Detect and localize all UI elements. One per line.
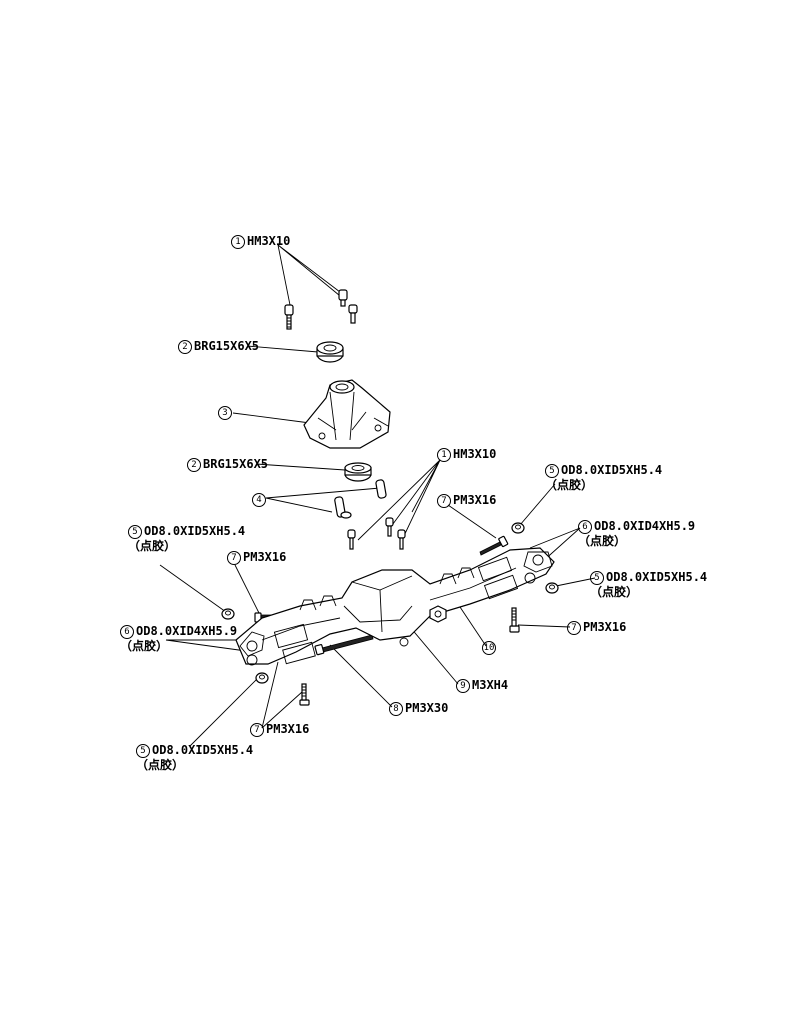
callout-note: （点胶） [590,585,639,599]
callout-text: OD8.0XID5XH5.4 [606,570,708,584]
bushing-od8-lower-left [255,672,269,684]
bushing-od8-upper-right [511,522,525,534]
callout-number: 5 [128,525,142,539]
pin-part4-right [375,479,387,499]
callout-number: 7 [227,551,241,565]
bearing-brg15x6x5-lower [344,462,372,482]
bushing-od8-right [545,582,559,594]
diff-cover-housing [303,379,391,449]
callout-text: OD8.0XID4XH5.9 [594,519,696,533]
axle-housing [235,547,555,666]
callout-number: 5 [590,571,604,585]
callout-text: PM3X16 [266,722,310,736]
callout-text: M3XH4 [472,678,509,692]
callout-number: 3 [218,406,232,420]
screw-pm3x16-right [509,607,520,633]
callout-housing: 3 [218,405,234,420]
callout-number: 8 [389,702,403,716]
callout-number: 2 [178,340,192,354]
callout-text: PM3X16 [243,550,287,564]
callout-number: 1 [437,448,451,462]
callout-note: （点胶） [136,758,185,772]
callout-number: 6 [578,520,592,534]
pin-part4-left [334,496,352,519]
callout-text: OD8.0XID5XH5.4 [152,743,254,757]
callout-number: 5 [545,464,559,478]
callout-number: 7 [250,723,264,737]
screw-pm3x16-lower [299,683,310,706]
callout-text: PM3X30 [405,701,449,715]
screw-hm3x10-top-right [338,289,358,324]
callout-text: PM3X16 [583,620,627,634]
callout-note: （点胶） [578,534,627,548]
callout-number: 6 [120,625,134,639]
callout-note: （点胶） [120,639,169,653]
screw-hm3x10-middle [347,517,406,550]
callout-text: HM3X10 [453,447,497,461]
leader-lines [159,244,596,747]
callout-number: 7 [437,494,451,508]
callout-note: （点胶） [545,478,594,492]
callout-text: OD8.0XID5XH5.4 [561,463,663,477]
callout-number: 2 [187,458,201,472]
callout-number: 10 [482,641,496,655]
callout-text: OD8.0XID4XH5.9 [136,624,238,638]
callout-pin: 4 [252,492,268,507]
screw-hm3x10-top-left [284,304,294,330]
callout-text: OD8.0XID5XH5.4 [144,524,246,538]
callout-text: PM3X16 [453,493,497,507]
screw-pm3x30 [314,634,374,656]
callout-number: 1 [231,235,245,249]
callout-axle-housing: 10 [482,640,498,655]
callout-number: 7 [567,621,581,635]
callout-text: HM3X10 [247,234,291,248]
callout-text: BRG15X6X5 [203,457,269,471]
callout-text: BRG15X6X5 [194,339,260,353]
callout-note: （点胶） [128,539,177,553]
nut-m3xh4 [429,605,447,623]
bearing-brg15x6x5-upper [316,341,344,363]
callout-number: 5 [136,744,150,758]
callout-number: 9 [456,679,470,693]
bushing-od8-left [221,608,235,620]
callout-number: 4 [252,493,266,507]
screw-pm3x16-upper-right [479,535,509,556]
